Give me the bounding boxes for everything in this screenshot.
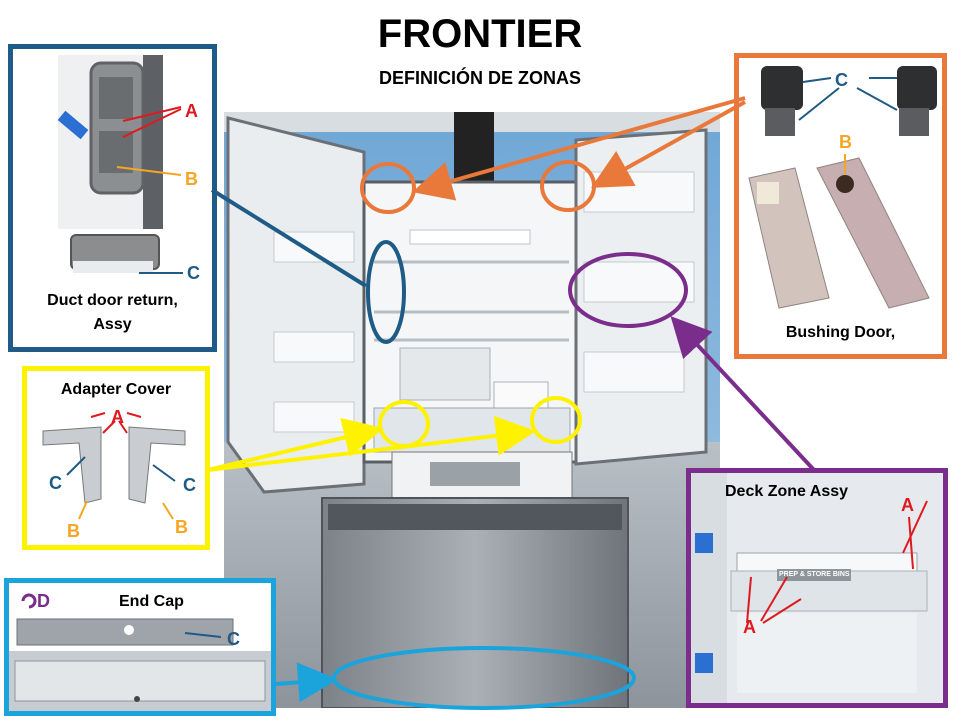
rotate-arrow-icon: [21, 593, 37, 609]
page-title: FRONTIER: [377, 12, 583, 56]
deck-marker-a-top: A: [901, 495, 914, 515]
refrigerator-photo: [224, 112, 720, 708]
duct-marker-c: C: [187, 263, 200, 283]
duct-label-line1: Duct door return,: [47, 292, 178, 309]
deck-zone-panel: Deck Zone Assy PREP & STORE BINS A A: [686, 468, 948, 708]
adapter-marker-c-right: C: [183, 475, 196, 495]
duct-door-return-panel: A B C Duct door return, Assy: [8, 44, 217, 352]
end-cap-image: [9, 593, 271, 711]
refrigerator-illustration: [224, 112, 720, 708]
duct-marker-a: A: [185, 101, 198, 121]
adapter-marker-b-right: B: [175, 517, 188, 537]
end-cap-panel: D End Cap C: [4, 578, 276, 716]
adapter-label: Adapter Cover: [60, 381, 172, 398]
duct-door-image: [57, 55, 183, 274]
endcap-marker-c: C: [227, 629, 240, 649]
page-subtitle: DEFINICIÓN DE ZONAS: [378, 68, 581, 88]
adapter-cover-panel: Adapter Cover A C C B B: [22, 366, 210, 550]
deck-bin-text: PREP & STORE BINS: [779, 571, 850, 578]
deck-marker-a-bottom: A: [743, 617, 756, 637]
adapter-marker-b-left: B: [67, 521, 80, 541]
duct-label-line2: Assy: [93, 316, 132, 333]
bushing-label: Bushing Door,: [785, 324, 896, 341]
deck-label: Deck Zone Assy: [725, 483, 849, 500]
bushing-door-image: [748, 66, 937, 309]
endcap-label: End Cap: [119, 593, 184, 610]
duct-label: Duct door return, Assy: [13, 289, 212, 337]
adapter-marker-a: A: [111, 407, 124, 427]
duct-marker-b: B: [185, 169, 198, 189]
bushing-door-panel: C B Bushing Door,: [734, 53, 947, 359]
adapter-marker-c-left: C: [49, 473, 62, 493]
adapter-cover-image: [42, 412, 186, 520]
deck-zone-image: [691, 473, 943, 703]
endcap-marker-d: D: [37, 591, 50, 611]
bushing-marker-b: B: [839, 132, 852, 152]
bushing-marker-c: C: [835, 70, 848, 90]
